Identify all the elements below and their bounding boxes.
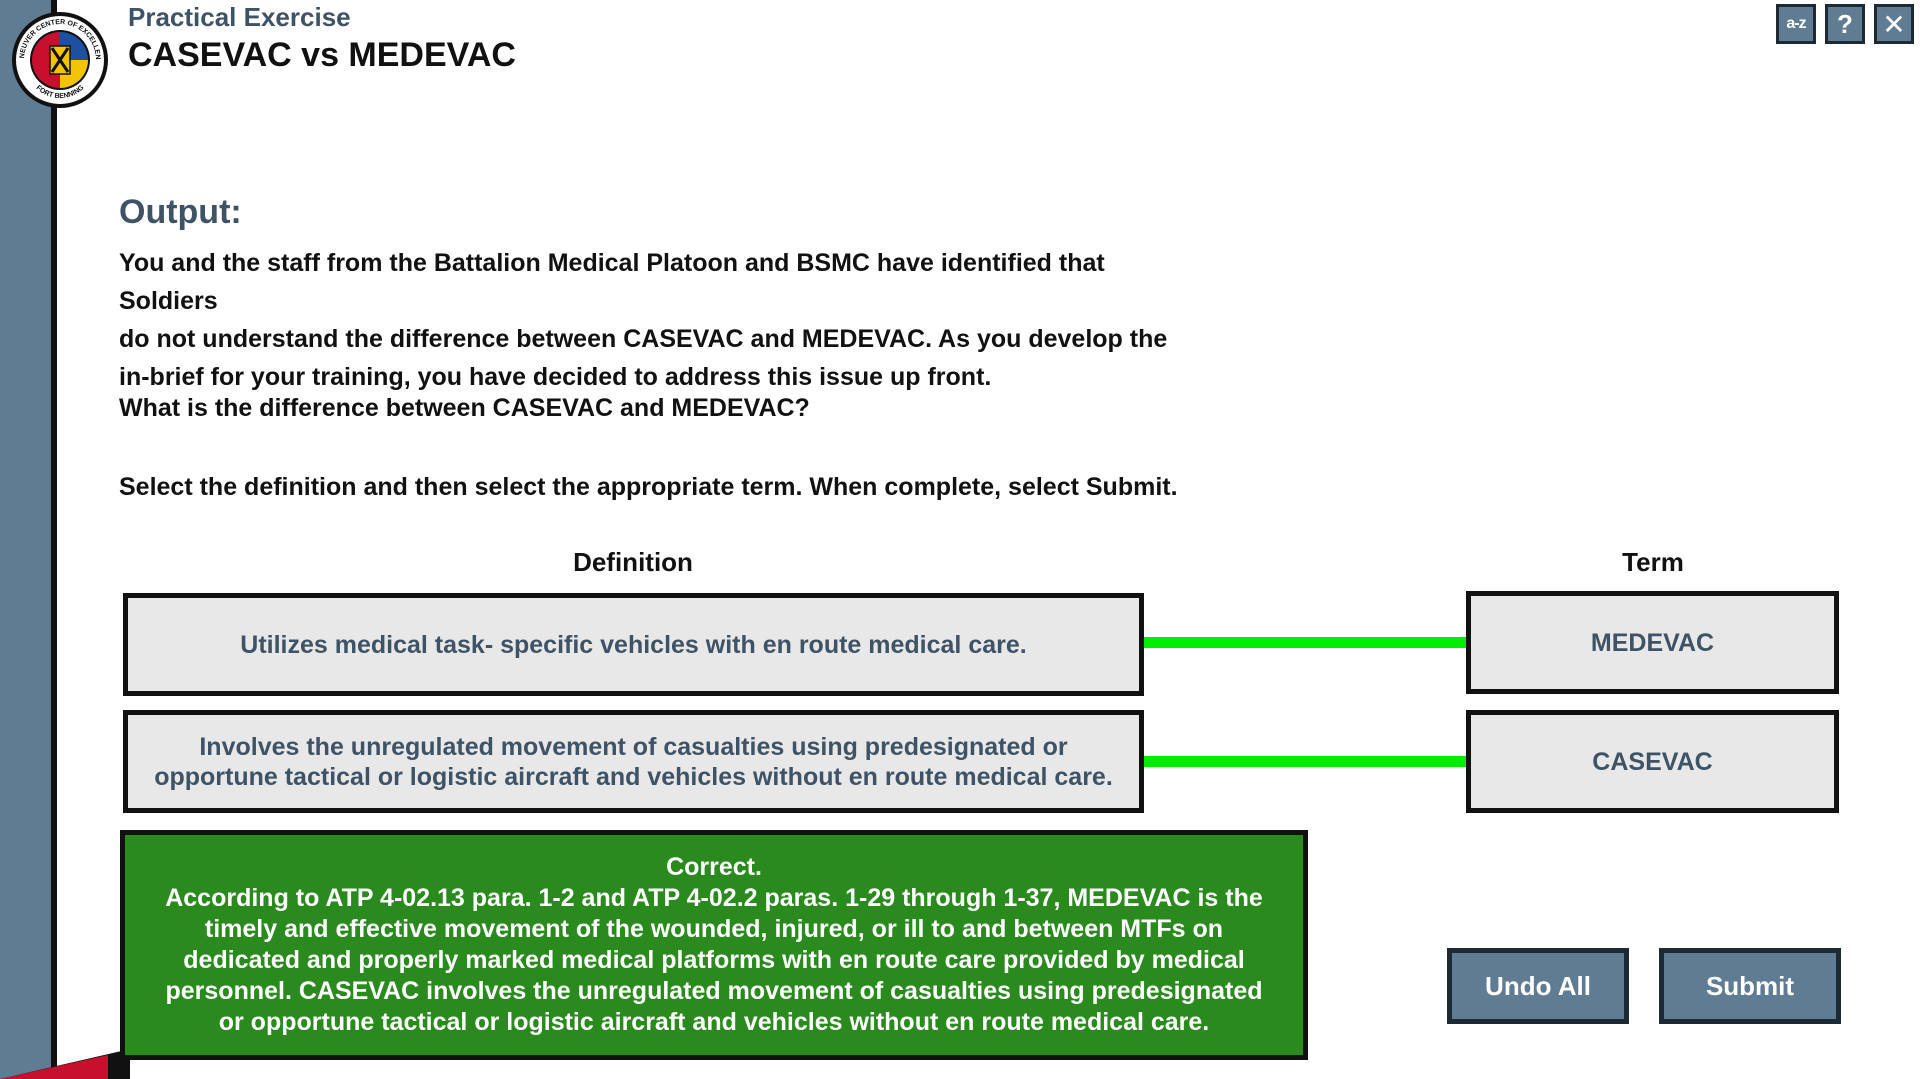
definition-text: Utilizes medical task- specific vehicles…: [240, 630, 1027, 659]
term-item-casevac[interactable]: CASEVAC: [1466, 710, 1839, 813]
maneuver-center-logo: MANEUVER CENTER OF EXCELLENCE FORT BENNI…: [7, 5, 110, 110]
top-controls: a-z ? ✕: [1776, 4, 1914, 44]
header-subtitle: Practical Exercise: [128, 2, 351, 32]
page-title: CASEVAC vs MEDEVAC: [128, 36, 516, 74]
feedback-status: Correct.: [666, 853, 762, 881]
term-text: CASEVAC: [1592, 747, 1713, 776]
submit-button[interactable]: Submit: [1659, 948, 1841, 1024]
definition-item[interactable]: Involves the unregulated movement of cas…: [123, 710, 1144, 813]
definition-text: Involves the unregulated movement of cas…: [154, 732, 1113, 791]
corner-accent: [0, 1049, 130, 1079]
match-connector-line: [1144, 637, 1466, 648]
definition-item[interactable]: Utilizes medical task- specific vehicles…: [123, 593, 1144, 696]
definition-column-header: Definition: [573, 547, 693, 577]
close-button[interactable]: ✕: [1874, 4, 1914, 44]
term-column-header: Term: [1622, 547, 1684, 577]
feedback-panel: Correct. According to ATP 4-02.13 para. …: [120, 830, 1308, 1060]
undo-all-button[interactable]: Undo All: [1447, 948, 1629, 1024]
feedback-body: According to ATP 4-02.13 para. 1-2 and A…: [165, 884, 1263, 1036]
match-connector-line: [1144, 756, 1466, 767]
help-button[interactable]: ?: [1825, 4, 1865, 44]
left-rail: [0, 0, 57, 1079]
instructions-text: Select the definition and then select th…: [119, 473, 1178, 501]
term-item-medevac[interactable]: MEDEVAC: [1466, 591, 1839, 694]
scenario-paragraph: You and the staff from the Battalion Med…: [119, 249, 1168, 391]
question-text: What is the difference between CASEVAC a…: [119, 394, 810, 422]
output-heading: Output:: [119, 193, 242, 231]
glossary-button[interactable]: a-z: [1776, 4, 1816, 44]
term-text: MEDEVAC: [1590, 628, 1715, 657]
